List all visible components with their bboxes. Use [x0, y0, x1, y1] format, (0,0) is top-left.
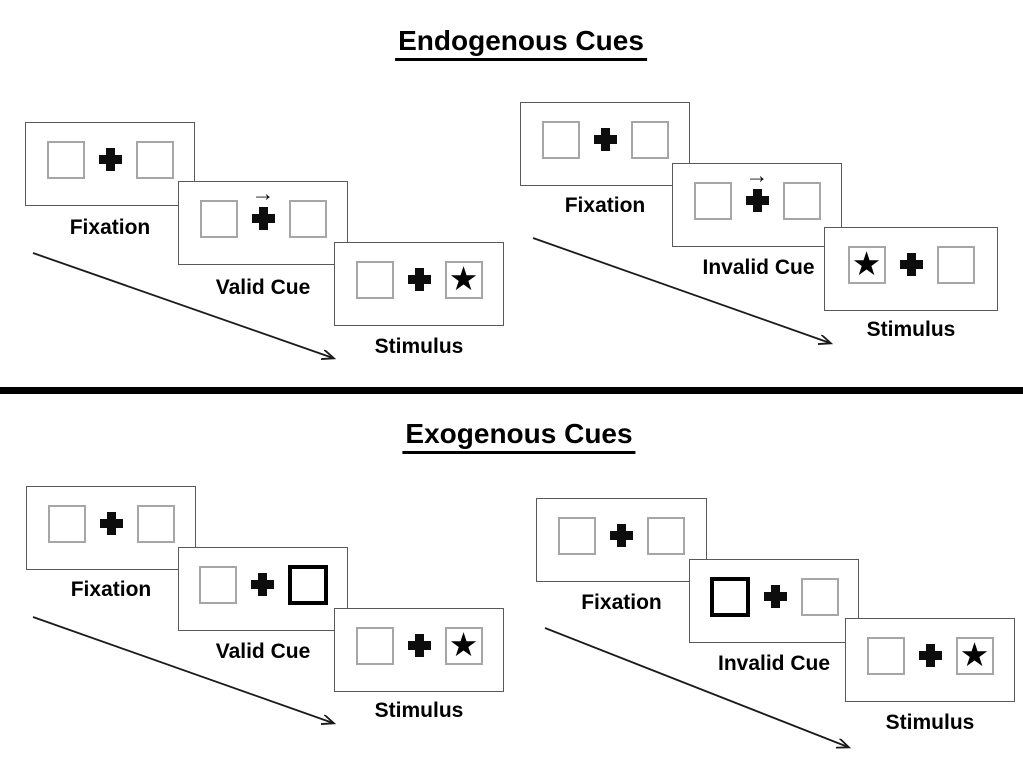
- placeholder-square-left: [355, 626, 394, 665]
- placeholder-square-left: [199, 199, 238, 238]
- placeholder-square-left: [693, 181, 732, 220]
- section-title-exogenous: Exogenous Cues: [402, 418, 636, 454]
- fixation-cross: [407, 268, 431, 291]
- fixation-cross: [250, 573, 274, 596]
- screen-fixation: [25, 122, 195, 206]
- screen-cue: →: [672, 163, 842, 247]
- fixation-cross: [899, 253, 923, 276]
- fixation-cross: [593, 128, 617, 151]
- fixation-cross: [763, 585, 787, 608]
- step-label-fixation: Fixation: [69, 216, 151, 239]
- step-label-fixation: Fixation: [70, 578, 152, 601]
- placeholder-square-right: [136, 504, 175, 543]
- step-label-fixation: Fixation: [564, 194, 646, 217]
- fixation-cross-icon: [407, 634, 431, 657]
- step-label-stimulus: Stimulus: [374, 335, 464, 358]
- fixation-cross: [407, 634, 431, 657]
- star-square: ★: [444, 625, 483, 665]
- fixation-cross-icon: [763, 585, 787, 608]
- fixation-cross: [98, 148, 122, 171]
- star-icon: ★: [448, 625, 479, 663]
- placeholder-square-left: [866, 636, 905, 675]
- star-icon: ★: [448, 259, 479, 297]
- cue-arrow-icon: →: [745, 162, 769, 188]
- fixation-cross-icon: [99, 512, 123, 535]
- placeholder-square-right: [288, 199, 327, 238]
- fixation-cross-icon: [98, 148, 122, 171]
- screen-stimulus: ★: [824, 227, 998, 311]
- placeholder-square-left: [355, 260, 394, 299]
- fixation-cross: [610, 524, 633, 547]
- step-label-stimulus: Stimulus: [885, 711, 975, 734]
- fixation-cross-icon: [251, 207, 275, 230]
- fixation-cross: →: [745, 164, 769, 212]
- screen-fixation: [536, 498, 707, 582]
- placeholder-square-left: [198, 565, 237, 604]
- screen-stimulus: ★: [334, 608, 504, 692]
- cue-highlight-square: [287, 564, 328, 605]
- placeholder-square-left: [46, 140, 85, 179]
- step-label-stimulus: Stimulus: [866, 318, 956, 341]
- timeline-arrow: [32, 252, 345, 367]
- screen-cue: →: [178, 181, 348, 265]
- placeholder-square-right: [936, 245, 975, 284]
- step-label-cue: Invalid Cue: [702, 256, 815, 279]
- timeline-arrow: [544, 627, 857, 755]
- star-square: ★: [444, 259, 483, 299]
- screen-cue: [689, 559, 859, 643]
- star-square: ★: [847, 244, 886, 284]
- cue-arrow-icon: →: [251, 180, 275, 206]
- section-divider: [0, 387, 1023, 394]
- placeholder-square-right: [647, 516, 685, 555]
- fixation-cross-icon: [407, 268, 431, 291]
- timeline-arrow: [532, 237, 840, 352]
- fixation-cross-icon: [899, 253, 923, 276]
- screen-cue: [178, 547, 348, 631]
- screen-stimulus: ★: [845, 618, 1015, 702]
- timeline-arrow: [32, 616, 345, 731]
- section-title-endogenous: Endogenous Cues: [395, 25, 647, 61]
- placeholder-square-right: [800, 577, 839, 616]
- step-label-cue: Valid Cue: [215, 640, 311, 663]
- placeholder-square-right: [630, 120, 669, 159]
- step-label-fixation: Fixation: [581, 591, 662, 614]
- step-label-cue: Invalid Cue: [717, 652, 831, 675]
- screen-fixation: [26, 486, 196, 570]
- fixation-cross-icon: [918, 644, 942, 667]
- placeholder-square-left: [541, 120, 580, 159]
- placeholder-square-right: [782, 181, 821, 220]
- fixation-cross: →: [251, 182, 275, 230]
- fixation-cross-icon: [593, 128, 617, 151]
- fixation-cross: [918, 644, 942, 667]
- screen-fixation: [520, 102, 690, 186]
- screen-stimulus: ★: [334, 242, 504, 326]
- fixation-cross: [99, 512, 123, 535]
- placeholder-square-right: [135, 140, 174, 179]
- step-label-cue: Valid Cue: [215, 276, 311, 299]
- cue-highlight-square: [709, 576, 750, 617]
- placeholder-square-left: [47, 504, 86, 543]
- fixation-cross-icon: [745, 189, 769, 212]
- placeholder-square-left: [558, 516, 596, 555]
- fixation-cross-icon: [250, 573, 274, 596]
- star-icon: ★: [851, 244, 882, 282]
- fixation-cross-icon: [610, 524, 633, 547]
- star-square: ★: [955, 635, 994, 675]
- step-label-stimulus: Stimulus: [374, 699, 464, 722]
- star-icon: ★: [959, 635, 990, 673]
